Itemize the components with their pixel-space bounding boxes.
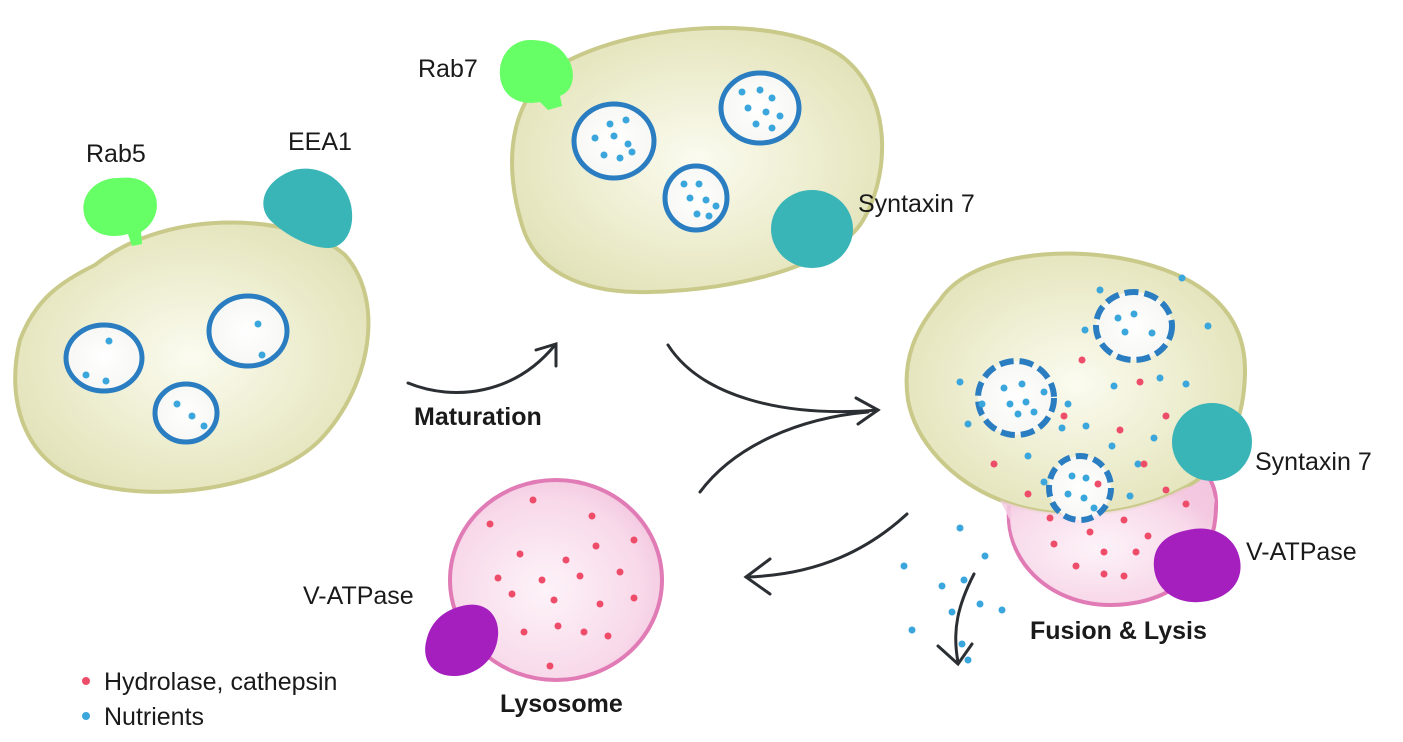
early-vesicle-1 (63, 322, 145, 394)
lysosome-hydrolase-dots (486, 496, 638, 670)
fusion-nutrient-dots (956, 274, 1212, 500)
fusion-lysis-label: Fusion & Lysis (1030, 617, 1207, 645)
to-fusion-arrow-upper (666, 343, 881, 426)
fusion-hydrolase-dots (990, 356, 1190, 580)
legend-nutrients-swatch (82, 712, 90, 720)
fusion-lysis-organelle (904, 251, 1252, 608)
vatpase-protein-right (1153, 528, 1241, 603)
late-vesicle-2 (718, 70, 802, 146)
fusion-vesicle-2 (975, 358, 1057, 438)
release-arrow (936, 572, 976, 667)
to-lysosome-arrow (743, 512, 909, 596)
released-nutrient-dots (900, 524, 1006, 664)
syntaxin7-protein-right (1172, 403, 1252, 481)
vatpase-label-right: V-ATPase (1246, 538, 1357, 566)
maturation-label: Maturation (414, 403, 542, 431)
eea1-protein (263, 168, 353, 248)
fusion-vesicle-3 (1046, 453, 1114, 523)
legend-nutrients-label: Nutrients (104, 703, 204, 731)
rab7-protein (499, 40, 573, 110)
maturation-arrow (406, 341, 558, 394)
syntaxin7-label-right: Syntaxin 7 (1255, 448, 1372, 476)
early-vesicle-3 (152, 381, 220, 445)
legend-hydrolase-swatch (82, 677, 90, 685)
legend: Hydrolase, cathepsin Nutrients (82, 668, 337, 731)
late-vesicle-1 (571, 101, 657, 181)
lysosome-label: Lysosome (500, 690, 623, 718)
rab5-label: Rab5 (86, 140, 146, 168)
early-vesicle-2 (206, 293, 290, 369)
fusion-vesicle-1 (1093, 289, 1175, 363)
to-fusion-arrow-lower (698, 410, 870, 494)
legend-hydrolase-label: Hydrolase, cathepsin (104, 668, 337, 696)
eea1-label: EEA1 (288, 128, 352, 156)
syntaxin7-protein-top (771, 190, 853, 268)
rab5-protein (83, 177, 157, 246)
vatpase-label-left: V-ATPase (303, 582, 414, 610)
lysosome-membrane (448, 478, 664, 682)
lysosome (425, 478, 664, 682)
vatpase-protein-left (425, 604, 499, 676)
rab7-label: Rab7 (418, 55, 478, 83)
late-vesicle-3 (662, 163, 730, 233)
early-endosome (13, 168, 371, 494)
syntaxin7-label-top: Syntaxin 7 (858, 190, 975, 218)
late-endosome (499, 25, 885, 295)
